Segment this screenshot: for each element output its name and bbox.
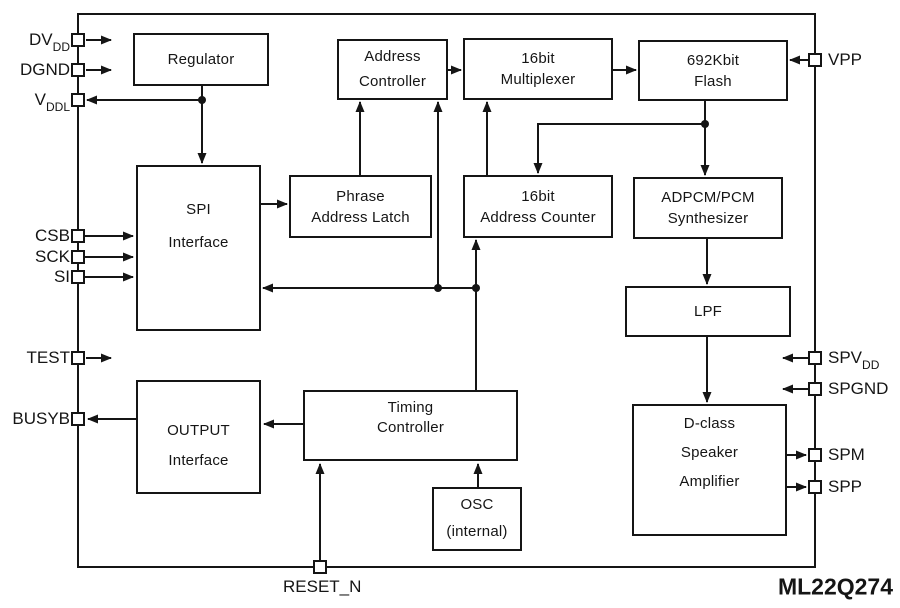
block-regulator-label: Regulator (167, 51, 235, 68)
pin-label-si: SI (53, 267, 70, 286)
block-spi-interface: SPI Interface (136, 165, 261, 331)
block-osc-internal-label: (internal) (446, 523, 508, 540)
block-output-interface: OUTPUT Interface (136, 380, 261, 494)
block-16bit-address-counter: 16bit Address Counter (463, 175, 613, 238)
pin-square-busyb (71, 412, 85, 426)
block-address-controller: Address Controller (337, 39, 448, 100)
block-adpcm-pcm-synthesizer-label: Synthesizer (667, 210, 749, 227)
pin-square-spgnd (808, 382, 822, 396)
block-16bit-address-counter-label: Address Counter (480, 208, 596, 226)
pin-label-spp: SPP (828, 477, 863, 496)
junction-dots (198, 96, 709, 292)
pin-label-spvdd: SPVDD (828, 348, 880, 373)
block-adpcm-pcm-synthesizer-label: ADPCM/PCM (661, 189, 755, 206)
pin-label-busyb: BUSYB (12, 409, 70, 428)
block-timing-controller-label: Timing (387, 399, 434, 416)
block-phrase-address-latch-label: Phrase (336, 187, 385, 205)
pin-label-dvdd: DVDD (29, 30, 70, 55)
pin-label-spm: SPM (828, 445, 865, 464)
block-spi-interface-label: Interface (168, 234, 229, 251)
block-phrase-address-latch: Phrase Address Latch (289, 175, 432, 238)
pin-square-spm (808, 448, 822, 462)
block-lpf: LPF (625, 286, 791, 337)
block-16bit-multiplexer-label: Multiplexer (500, 71, 576, 88)
part-number: ML22Q274 (777, 573, 893, 600)
pin-label-vddl: VDDL (34, 90, 70, 115)
block-address-controller-label: Controller (358, 73, 427, 90)
pin-label-csb: CSB (35, 226, 70, 245)
pin-square-vpp (808, 53, 822, 67)
pin-square-spvdd (808, 351, 822, 365)
block-address-controller-label: Address (364, 48, 421, 65)
block-spi-interface-label: SPI (186, 201, 211, 218)
block-phrase-address-latch-label: Address Latch (311, 208, 410, 226)
pin-square-si (71, 270, 85, 284)
pin-square-dvdd (71, 33, 85, 47)
block-osc-internal-label: OSC (460, 496, 494, 513)
block-adpcm-pcm-synthesizer: ADPCM/PCM Synthesizer (633, 177, 783, 239)
pin-square-reset-n (313, 560, 327, 574)
pin-square-vddl (71, 93, 85, 107)
block-output-interface-label: OUTPUT (167, 422, 230, 439)
block-output-interface-label: Interface (168, 452, 229, 469)
pin-square-sck (71, 250, 85, 264)
block-692kbit-flash: 692Kbit Flash (638, 40, 788, 101)
block-692kbit-flash-label: 692Kbit (686, 51, 740, 69)
block-regulator: Regulator (133, 33, 269, 86)
block-dclass-speaker-amplifier: D-class Speaker Amplifier (632, 404, 787, 536)
pin-label-dgnd: DGND (19, 60, 70, 79)
block-lpf-label: LPF (693, 303, 723, 320)
conn-flash-to-address-counter (533, 123, 705, 174)
block-timing-controller-label: Controller (376, 419, 445, 436)
block-dclass-speaker-amplifier-label: Amplifier (679, 473, 740, 490)
pin-square-dgnd (71, 63, 85, 77)
block-692kbit-flash-label: Flash (694, 72, 732, 90)
pin-label-test: TEST (26, 348, 70, 367)
pin-label-sck: SCK (35, 247, 70, 266)
block-16bit-multiplexer-label: 16bit (521, 50, 555, 67)
block-16bit-multiplexer: 16bit Multiplexer (463, 38, 613, 100)
block-osc-internal: OSC (internal) (432, 487, 522, 551)
pin-square-test (71, 351, 85, 365)
pin-label-vpp: VPP (828, 50, 863, 69)
pin-label-spgnd: SPGND (828, 379, 889, 398)
block-16bit-address-counter-label: 16bit (521, 187, 555, 205)
block-dclass-speaker-amplifier-label: D-class (683, 415, 736, 432)
pin-square-spp (808, 480, 822, 494)
block-dclass-speaker-amplifier-label: Speaker (680, 444, 739, 461)
pin-square-csb (71, 229, 85, 243)
pin-label-reset-n: RESET_N (283, 577, 362, 596)
chip-outline (77, 13, 816, 568)
block-timing-controller: Timing Controller (303, 390, 518, 461)
